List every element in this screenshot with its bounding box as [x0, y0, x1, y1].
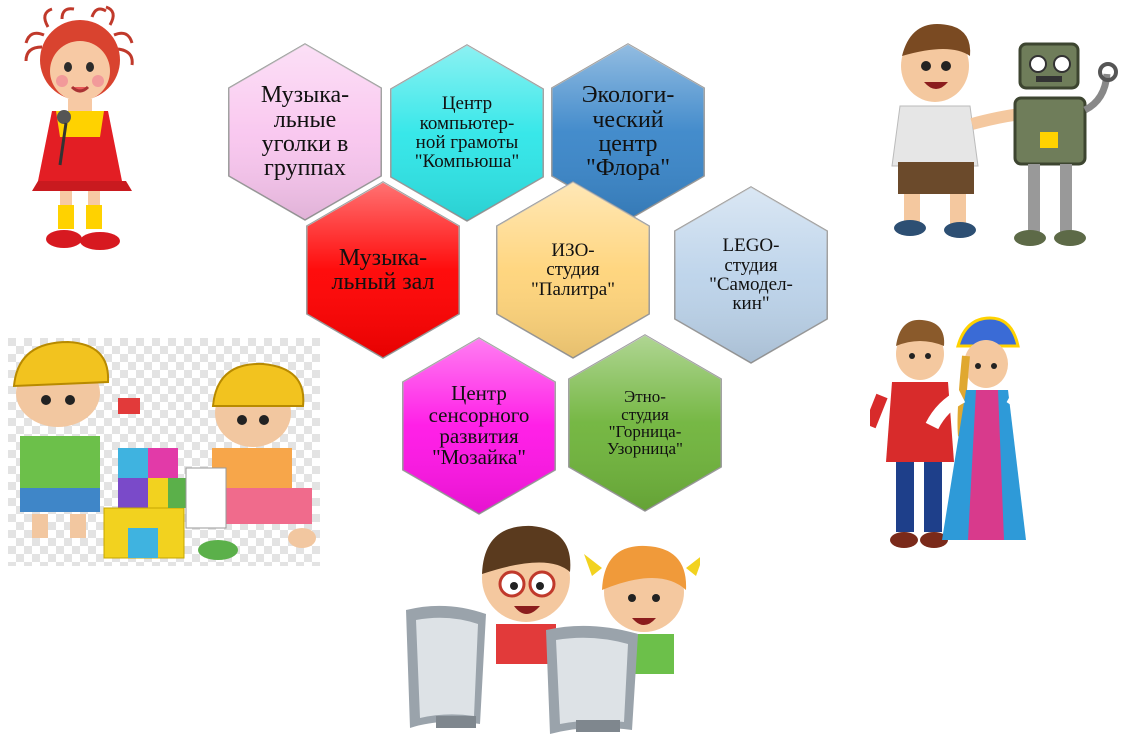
hexagon-shine-art-studio: [496, 182, 650, 358]
hexagon-shine-sensory: [402, 338, 556, 514]
kids-at-computers-icon: [406, 525, 700, 734]
hexagon-shine-music-corners: [228, 44, 382, 220]
hexagon-shine-music-hall: [306, 182, 460, 358]
hexagon-shine-lego: [674, 187, 828, 363]
boy-and-robot-icon: [891, 24, 1118, 246]
hexagon-shine-computer-literacy: [390, 45, 544, 221]
girl-with-microphone-icon: [24, 5, 134, 250]
kids-building-blocks-icon: [8, 338, 320, 566]
hexagon-shine-ecology: [551, 44, 705, 220]
folk-costume-couple-icon: [870, 316, 1030, 548]
hexagon-shine-ethno: [568, 335, 722, 511]
